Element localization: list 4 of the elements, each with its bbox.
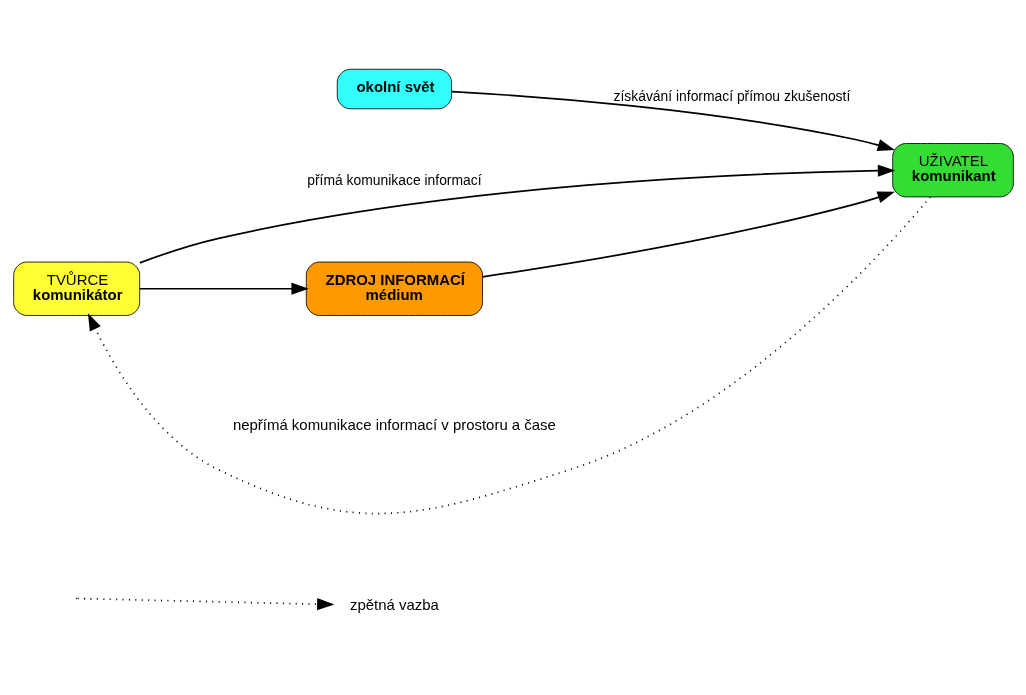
edge-label: přímá komunikace informací — [306, 171, 482, 188]
legend-label: zpětná vazba — [349, 595, 439, 613]
label: nepřímá komunikace informací v prostoru a čase — [232, 416, 556, 434]
edge-label: získávání informací přímou zkušeností — [613, 88, 850, 105]
